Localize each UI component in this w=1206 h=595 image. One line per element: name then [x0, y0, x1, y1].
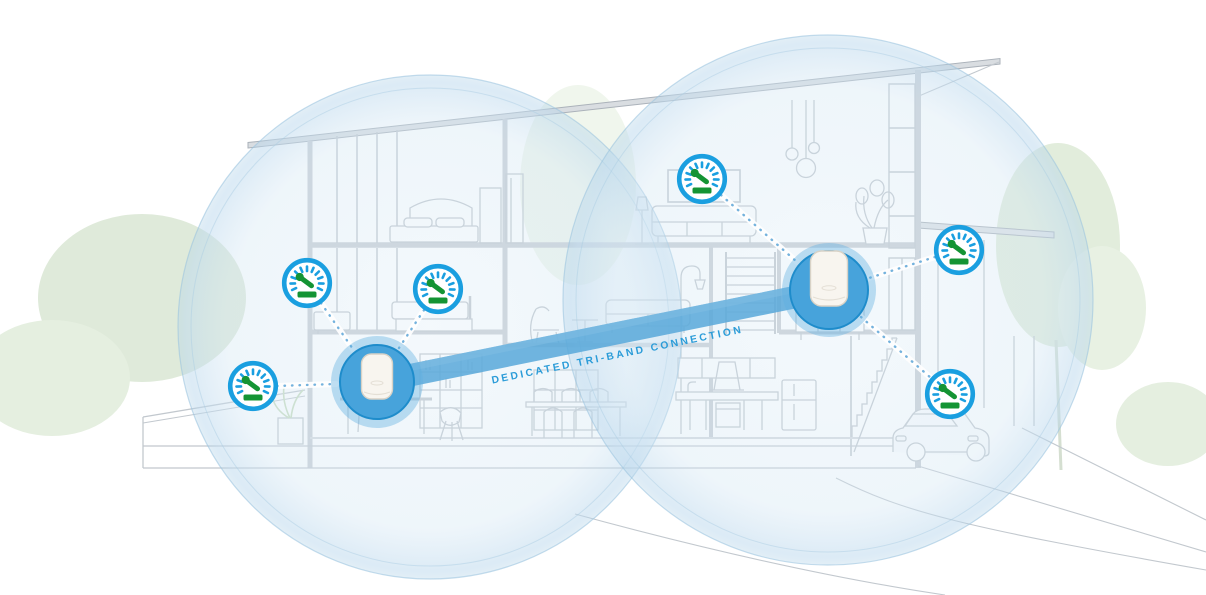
mesh-satellite-right-node — [782, 243, 876, 337]
gauge-left-bedroom — [415, 266, 461, 312]
gauge-left-window-room — [284, 260, 330, 306]
bush-bottom-right — [1116, 382, 1206, 466]
router-device-left — [360, 353, 394, 400]
tri-band-connection-band — [375, 279, 832, 393]
mesh-dotted-links — [274, 192, 938, 389]
gauge-upper-living-tv — [679, 156, 725, 202]
tree-left-lower — [0, 320, 130, 436]
mesh-router-left-node — [331, 336, 423, 428]
gauge-far-left-yard — [230, 363, 276, 409]
wifi-coverage-circles — [177, 34, 1094, 580]
gauge-right-terrace — [936, 227, 982, 273]
router-device-right — [809, 250, 849, 307]
gauge-garage-car — [927, 371, 973, 417]
